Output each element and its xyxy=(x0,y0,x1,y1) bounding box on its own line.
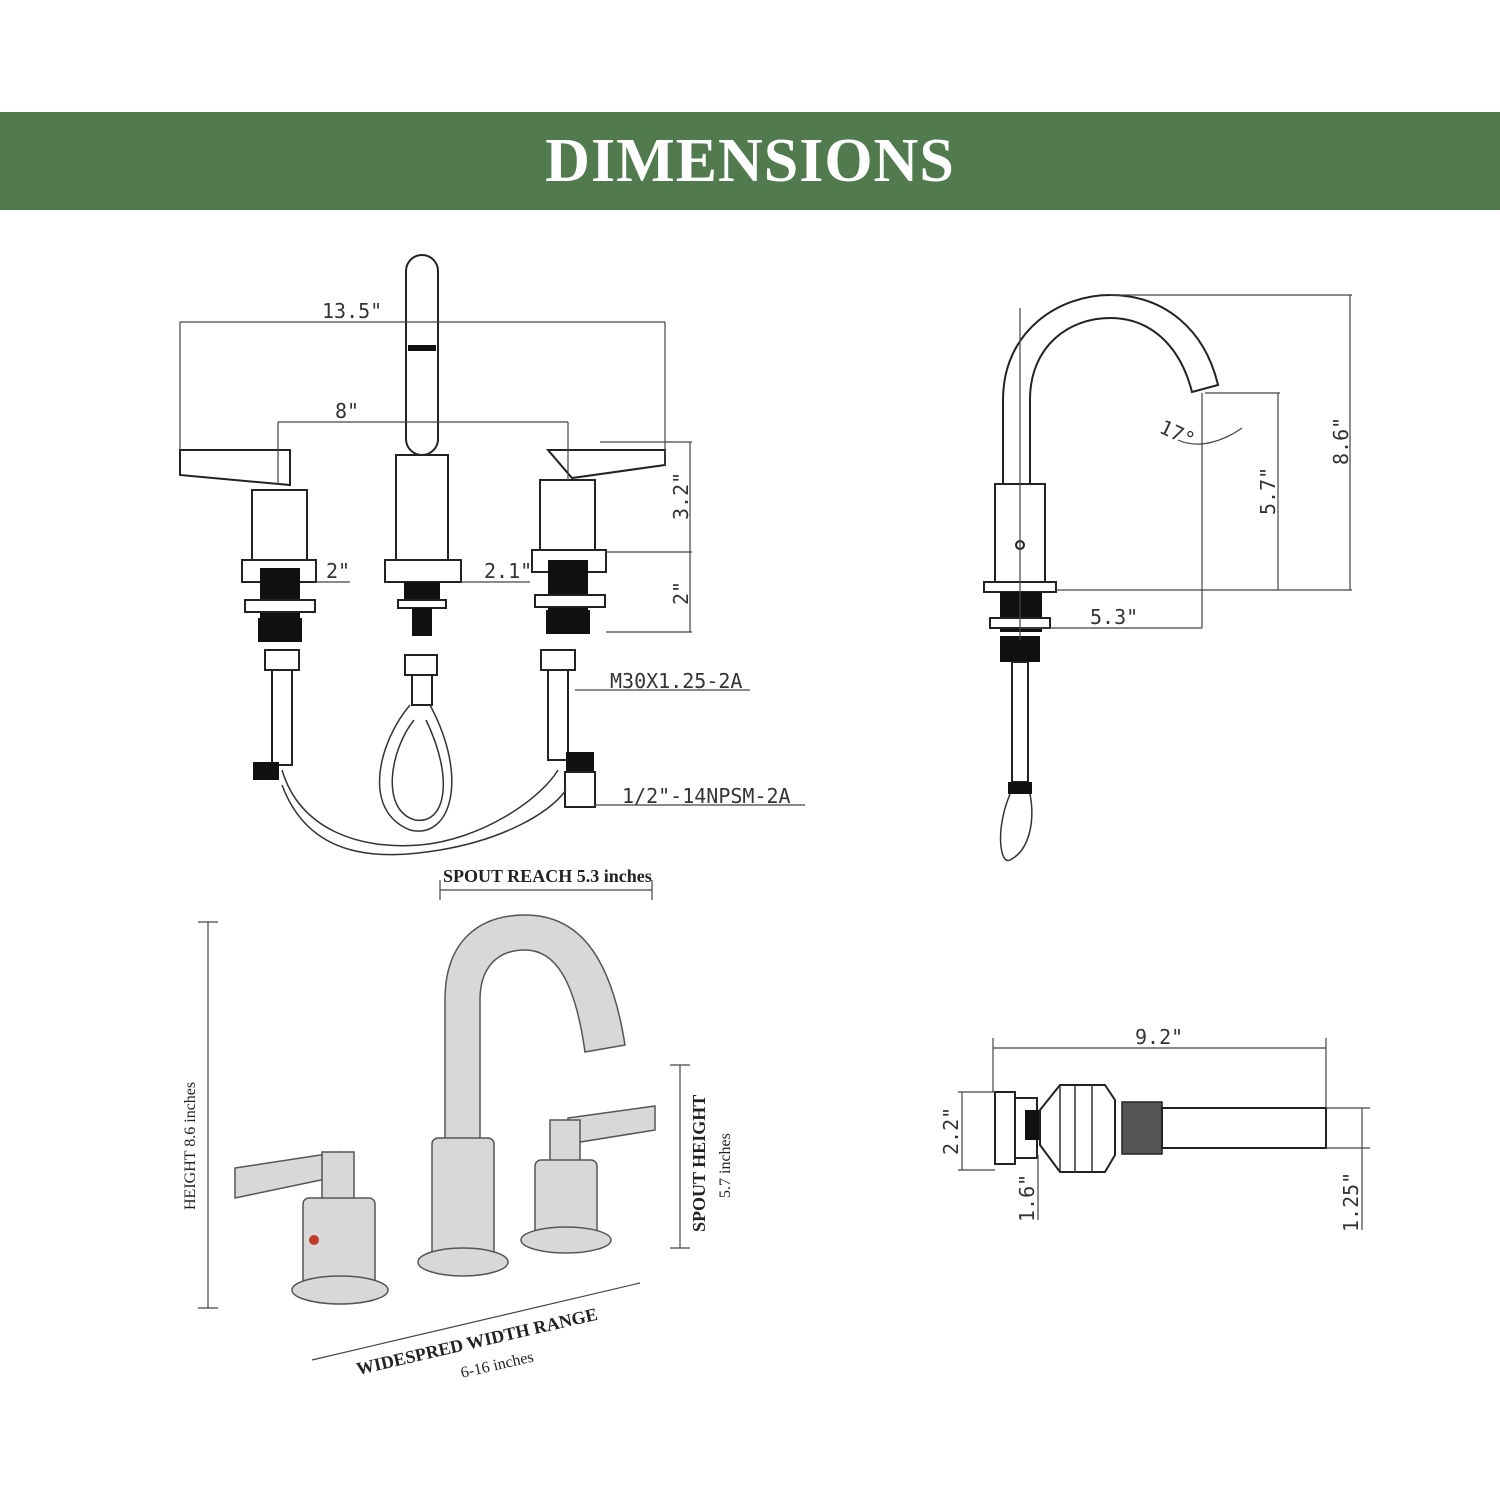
front-center-spacing-label: 8" xyxy=(335,399,359,423)
front-thread-spec-label: M30X1.25-2A xyxy=(610,669,742,693)
dimensions-banner: DIMENSIONS xyxy=(0,112,1500,210)
front-hose-spec-label: 1/2"-14NPSM-2A xyxy=(622,784,791,808)
front-base-left-label: 2" xyxy=(326,559,350,583)
photo-spout-height-title: SPOUT HEIGHT xyxy=(689,1095,709,1232)
side-spout-reach-label: 5.3" xyxy=(1090,605,1138,629)
front-view-drawing xyxy=(179,254,805,856)
side-spout-height-label: 5.7" xyxy=(1256,467,1280,515)
photo-spout-reach-label: SPOUT REACH 5.3 inches xyxy=(443,866,652,886)
front-shank-length-label: 2" xyxy=(669,581,693,605)
handle-lever-height-label: 1.25" xyxy=(1339,1172,1363,1232)
handle-diameter-b-label: 1.6" xyxy=(1015,1174,1039,1222)
banner-title: DIMENSIONS xyxy=(545,126,955,195)
side-view-drawing xyxy=(983,293,1352,862)
handle-diameter-a-label: 2.2" xyxy=(939,1107,963,1155)
handle-length-label: 9.2" xyxy=(1135,1025,1183,1049)
side-angle-label: 17° xyxy=(1156,415,1199,452)
side-total-height-label: 8.6" xyxy=(1329,417,1353,465)
handle-detail-drawing xyxy=(958,1038,1370,1230)
photo-spout-height-value: 5.7 inches xyxy=(717,1133,734,1198)
photo-height-label: HEIGHT 8.6 inches xyxy=(182,1082,199,1210)
front-overall-width-label: 13.5" xyxy=(322,299,382,323)
photo-widespread-value: 6-16 inches xyxy=(459,1349,535,1382)
front-base-center-label: 2.1" xyxy=(484,559,532,583)
front-handle-height-label: 3.2" xyxy=(669,472,693,520)
faucet-illustration xyxy=(198,880,690,1361)
